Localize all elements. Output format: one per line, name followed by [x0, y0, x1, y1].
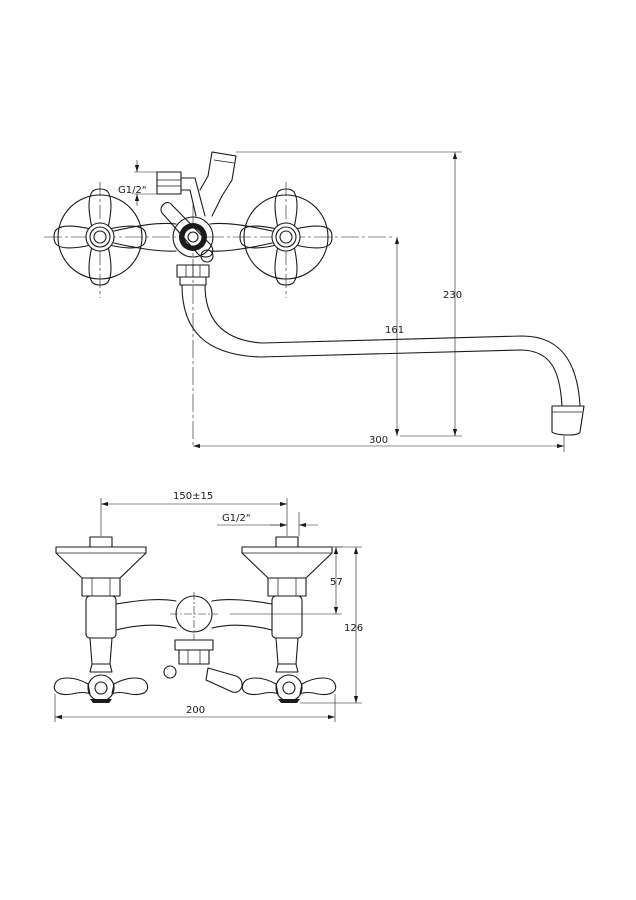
- dim-161-label: 161: [385, 325, 404, 336]
- mixer-body: [113, 216, 273, 258]
- dim-front-total-height: 126: [300, 546, 363, 704]
- left-handle: [53, 188, 147, 286]
- top-view: G1/2" 230 161 300: [44, 151, 585, 452]
- dim-126-label: 126: [344, 623, 363, 634]
- diverter-lever: [160, 202, 214, 263]
- left-valve-body: [85, 595, 117, 673]
- thread-label-top: G1/2": [118, 185, 146, 196]
- right-valve-body: [271, 595, 303, 673]
- front-view: 150±15 G1/2" 57 126 2: [53, 491, 363, 722]
- right-wall-flange: [241, 536, 333, 597]
- dim-total-height-top: 230: [236, 151, 462, 437]
- center-lines: [44, 182, 395, 448]
- dim-thread-front: G1/2": [217, 512, 318, 536]
- spout-nut: [176, 264, 210, 286]
- dim-thread-top: G1/2": [118, 160, 157, 206]
- front-right-handle: [241, 674, 337, 703]
- dim-230-label: 230: [443, 290, 462, 301]
- front-diverter-lever: [163, 665, 243, 693]
- spout: [181, 284, 585, 436]
- dim-57-label: 57: [330, 577, 343, 588]
- dim-center-distance: 150±15: [101, 491, 287, 507]
- dim-150-label: 150±15: [173, 491, 213, 502]
- thread-label-front: G1/2": [222, 513, 250, 524]
- dim-spout-height: 161: [385, 237, 404, 436]
- front-left-handle: [53, 674, 149, 703]
- dim-200-label: 200: [186, 705, 205, 716]
- dim-front-total-width: 200: [54, 694, 336, 722]
- left-wall-flange: [55, 536, 147, 597]
- shower-outlet: [156, 151, 237, 217]
- dim-300-label: 300: [369, 435, 388, 446]
- right-handle: [239, 188, 333, 286]
- dim-spout-length: 300: [193, 435, 565, 452]
